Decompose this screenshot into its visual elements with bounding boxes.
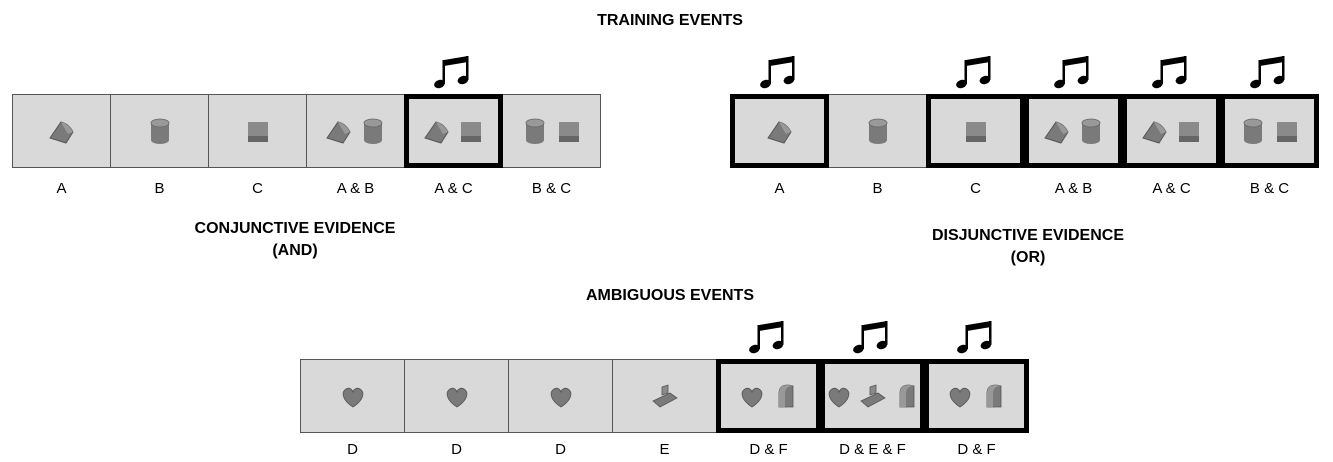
event-label: B & C bbox=[1249, 180, 1290, 197]
event-label: A & C bbox=[1152, 180, 1191, 197]
wedge-object-icon bbox=[47, 116, 77, 146]
event-panel-activated bbox=[730, 94, 829, 168]
wedge-object-icon bbox=[1042, 116, 1072, 146]
wedge-object-icon bbox=[422, 116, 452, 146]
event-panel bbox=[612, 359, 717, 433]
wedge-object-icon bbox=[1140, 116, 1170, 146]
cube-object-icon bbox=[1174, 116, 1204, 146]
training-events-title: TRAINING EVENTS bbox=[597, 12, 743, 29]
event-panel bbox=[502, 94, 601, 168]
event-label: A bbox=[56, 180, 67, 197]
heart-object-icon bbox=[945, 381, 975, 411]
event-panel-activated bbox=[716, 359, 821, 433]
cylinder-object-icon bbox=[1238, 116, 1268, 146]
tee-object-icon bbox=[650, 381, 680, 411]
heart-object-icon bbox=[737, 381, 767, 411]
conjunctive-evidence-title: CONJUNCTIVE EVIDENCE (AND) bbox=[145, 218, 445, 262]
event-label: B & C bbox=[531, 180, 572, 197]
event-panel-activated bbox=[1122, 94, 1221, 168]
event-label: A & B bbox=[1054, 180, 1093, 197]
ambiguous-events-strip bbox=[300, 359, 1029, 433]
cylinder-object-icon bbox=[1076, 116, 1106, 146]
event-label: D bbox=[347, 441, 358, 458]
disjunctive-events-strip bbox=[730, 94, 1319, 168]
event-panel bbox=[110, 94, 209, 168]
wedge-object-icon bbox=[324, 116, 354, 146]
disjunctive-title-line1: DISJUNCTIVE EVIDENCE bbox=[931, 227, 1125, 244]
event-label: E bbox=[659, 441, 670, 458]
disjunctive-evidence-title: DISJUNCTIVE EVIDENCE (OR) bbox=[878, 225, 1178, 269]
event-panel bbox=[300, 359, 405, 433]
heart-object-icon bbox=[824, 381, 854, 411]
arch-object-icon bbox=[771, 381, 801, 411]
event-panel-activated bbox=[926, 94, 1025, 168]
heart-object-icon bbox=[338, 381, 368, 411]
event-label: A bbox=[774, 180, 785, 197]
disjunctive-title-line2: (OR) bbox=[1010, 249, 1046, 266]
event-panel bbox=[306, 94, 405, 168]
event-label: D bbox=[555, 441, 566, 458]
arch-object-icon bbox=[892, 381, 922, 411]
conjunctive-title-line2: (AND) bbox=[272, 242, 318, 259]
cylinder-object-icon bbox=[145, 116, 175, 146]
conjunctive-events-strip bbox=[12, 94, 601, 168]
wedge-object-icon bbox=[765, 116, 795, 146]
heart-object-icon bbox=[546, 381, 576, 411]
heart-object-icon bbox=[442, 381, 472, 411]
event-panel-activated bbox=[1024, 94, 1123, 168]
conjunctive-title-line1: CONJUNCTIVE EVIDENCE bbox=[194, 220, 396, 237]
event-label: B bbox=[154, 180, 165, 197]
event-label: A & B bbox=[336, 180, 375, 197]
event-label: A & C bbox=[434, 180, 473, 197]
event-panel-activated bbox=[404, 94, 503, 168]
cylinder-object-icon bbox=[863, 116, 893, 146]
event-label: D & F bbox=[957, 441, 996, 458]
cylinder-object-icon bbox=[520, 116, 550, 146]
event-label: D bbox=[451, 441, 462, 458]
tee-object-icon bbox=[858, 381, 888, 411]
event-panel bbox=[828, 94, 927, 168]
cube-object-icon bbox=[1272, 116, 1302, 146]
event-label: C bbox=[970, 180, 981, 197]
event-label: D & F bbox=[749, 441, 788, 458]
cube-object-icon bbox=[961, 116, 991, 146]
event-panel bbox=[208, 94, 307, 168]
cube-object-icon bbox=[456, 116, 486, 146]
cylinder-object-icon bbox=[358, 116, 388, 146]
event-panel bbox=[12, 94, 111, 168]
event-panel-activated bbox=[1220, 94, 1319, 168]
event-panel bbox=[404, 359, 509, 433]
event-panel bbox=[508, 359, 613, 433]
event-label: B bbox=[872, 180, 883, 197]
ambiguous-events-title: AMBIGUOUS EVENTS bbox=[585, 287, 754, 304]
event-label: C bbox=[252, 180, 263, 197]
cube-object-icon bbox=[554, 116, 584, 146]
arch-object-icon bbox=[979, 381, 1009, 411]
event-panel-activated bbox=[820, 359, 925, 433]
event-panel-activated bbox=[924, 359, 1029, 433]
event-label: D & E & F bbox=[839, 441, 906, 458]
cube-object-icon bbox=[243, 116, 273, 146]
